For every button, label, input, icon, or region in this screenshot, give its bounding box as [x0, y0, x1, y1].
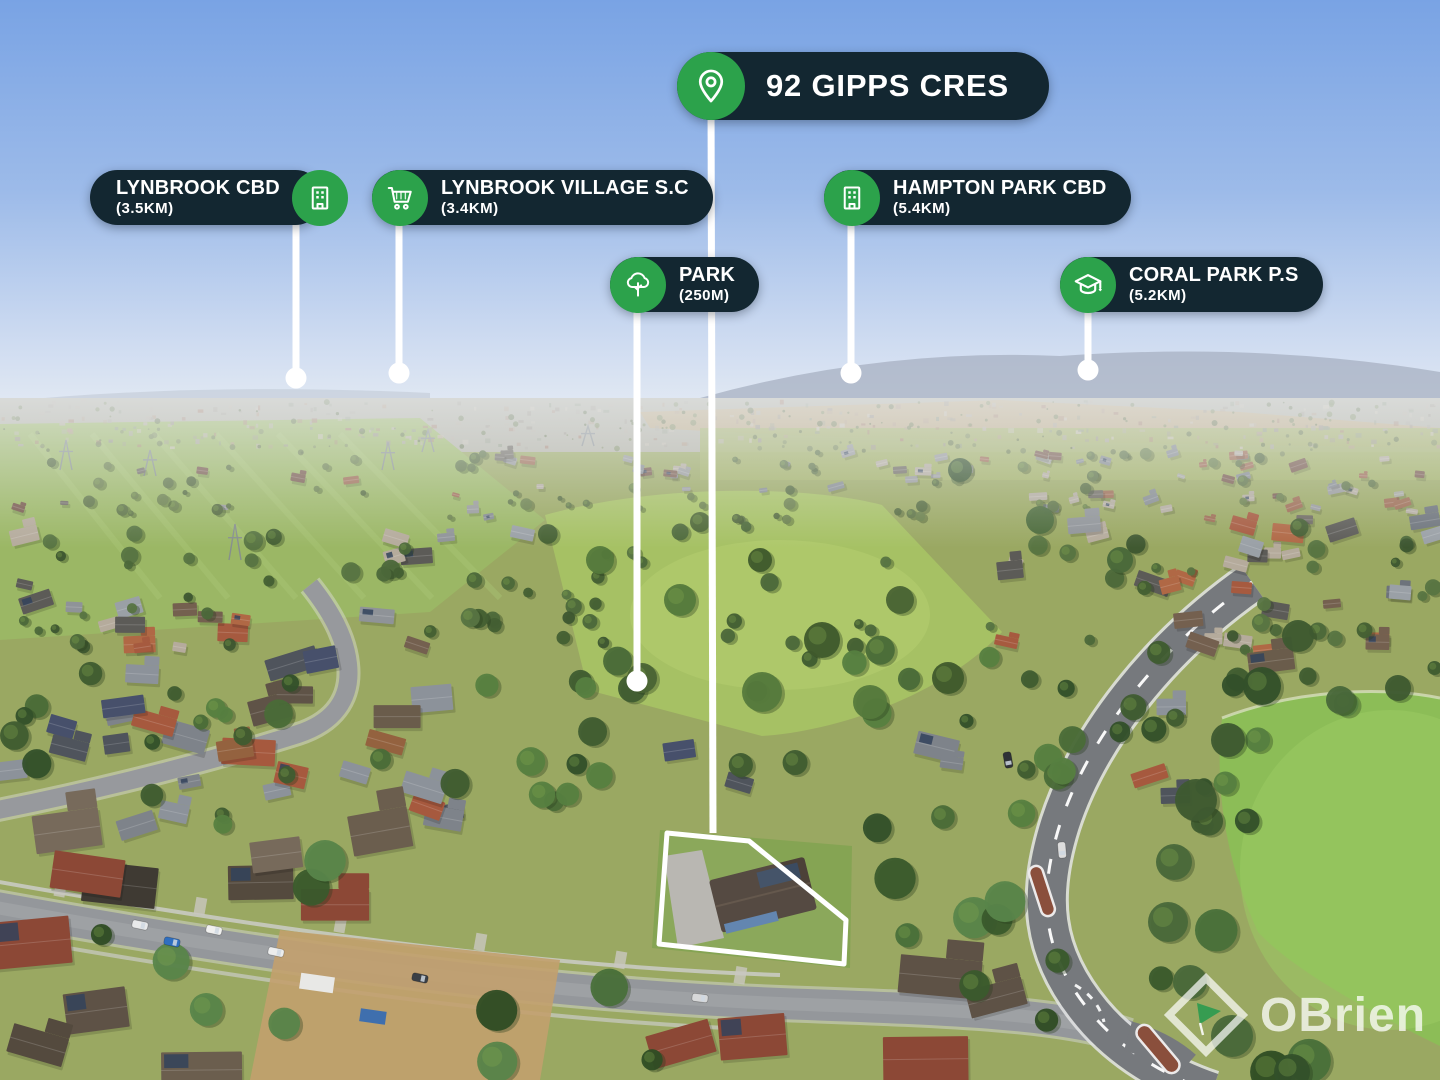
- marker-circle: [291, 169, 348, 226]
- marker-circle: [824, 169, 880, 226]
- property-boundary: [656, 830, 849, 967]
- marker-circle: [1060, 256, 1116, 313]
- callout-distance: (5.2KM): [1129, 286, 1187, 304]
- location-dot-park: [626, 670, 648, 692]
- location-dot-coral: [1077, 359, 1099, 381]
- callout-title: HAMPTON PARK CBD: [893, 176, 1107, 199]
- location-dot-lynbrook-cbd: [285, 367, 307, 389]
- obrien-brand-text: OBrien: [1260, 988, 1427, 1042]
- building-icon: [843, 185, 861, 209]
- building-icon: [311, 185, 329, 209]
- connector-line-main: [707, 94, 717, 834]
- marker-circle: [677, 52, 745, 120]
- callout-title: LYNBROOK CBD: [116, 176, 280, 199]
- callout-distance: (250M): [679, 286, 730, 304]
- callout-distance: (3.5KM): [116, 199, 174, 217]
- callout-lynbrook-village: LYNBROOK VILLAGE S.C (3.4KM): [372, 169, 713, 226]
- tree-icon: [626, 271, 650, 297]
- callout-title: LYNBROOK VILLAGE S.C: [441, 176, 689, 199]
- location-dot-lynbrook-village: [388, 362, 410, 384]
- callout-coral-park-ps: CORAL PARK P.S (5.2KM): [1060, 256, 1323, 313]
- callout-park: PARK (250M): [610, 256, 759, 313]
- graduation-cap-icon: [1074, 273, 1102, 294]
- obrien-logo-icon: [1164, 973, 1248, 1057]
- callout-hampton-park-cbd: HAMPTON PARK CBD (5.4KM): [824, 169, 1131, 226]
- location-dot-hampton: [840, 362, 862, 384]
- cart-icon: [387, 186, 412, 210]
- callout-title: CORAL PARK P.S: [1129, 263, 1299, 286]
- location-dots: [285, 359, 1099, 692]
- callout-distance: (3.4KM): [441, 199, 499, 217]
- callout-lynbrook-cbd: LYNBROOK CBD (3.5KM): [90, 169, 348, 226]
- obrien-watermark: OBrien: [1164, 973, 1426, 1057]
- callout-title: PARK: [679, 263, 735, 286]
- marker-circle: [372, 169, 428, 226]
- callout-property-address: 92 GIPPS CRES: [677, 52, 1049, 120]
- callout-distance: (5.4KM): [893, 199, 951, 217]
- location-pin-icon: [698, 69, 724, 103]
- marker-circle: [610, 256, 666, 313]
- property-address-label: 92 GIPPS CRES: [766, 67, 1009, 103]
